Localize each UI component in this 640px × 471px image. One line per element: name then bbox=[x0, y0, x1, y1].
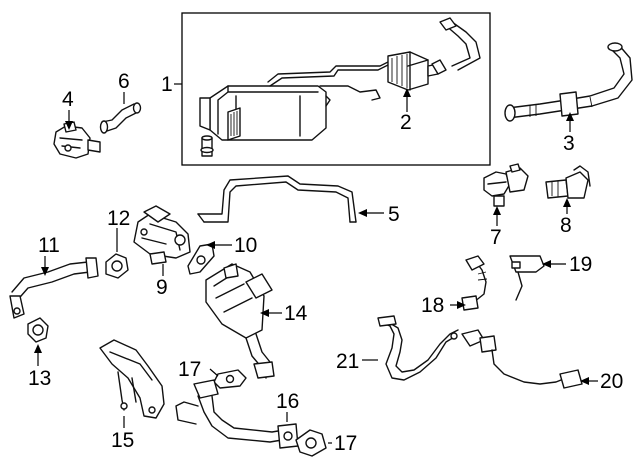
canister-group-box bbox=[181, 12, 491, 166]
callout-11: 11 bbox=[38, 234, 60, 257]
callout-6: 6 bbox=[118, 70, 130, 93]
callout-14: 14 bbox=[284, 302, 308, 325]
part-15-bracket[interactable] bbox=[99, 339, 165, 419]
callout-12: 12 bbox=[107, 207, 130, 230]
callout-15: 15 bbox=[111, 429, 134, 452]
part-6-hose[interactable] bbox=[99, 102, 142, 134]
part-17-gasket-upper[interactable] bbox=[213, 369, 247, 389]
part-14-catalytic-converter[interactable] bbox=[205, 263, 275, 379]
part-10-gasket[interactable] bbox=[187, 243, 215, 275]
callout-5: 5 bbox=[388, 203, 400, 226]
callout-18: 18 bbox=[421, 294, 444, 317]
part-3-vent-hose[interactable] bbox=[504, 42, 633, 122]
part-8-hose-connector[interactable] bbox=[545, 165, 591, 199]
canister-hoses[interactable] bbox=[431, 17, 481, 75]
leader-lines bbox=[34, 83, 598, 444]
part-19-sensor-bracket[interactable] bbox=[509, 255, 545, 301]
part-13-gasket[interactable] bbox=[27, 317, 49, 343]
part-12-gasket[interactable] bbox=[105, 253, 129, 279]
callout-1: 1 bbox=[161, 73, 173, 96]
part-18-oxygen-sensor[interactable] bbox=[461, 255, 488, 311]
callout-10: 10 bbox=[234, 234, 257, 257]
callout-labels: 1 2 3 4 5 6 7 8 9 10 11 12 13 14 15 16 1… bbox=[28, 70, 623, 455]
part-7-valve[interactable] bbox=[483, 163, 529, 207]
part-5-tube[interactable] bbox=[197, 175, 357, 223]
callout-7: 7 bbox=[490, 226, 502, 249]
callout-4: 4 bbox=[62, 88, 74, 111]
part-9-egr-valve[interactable] bbox=[133, 205, 191, 265]
callout-9: 9 bbox=[156, 276, 168, 299]
callout-17-lower: 17 bbox=[334, 432, 357, 455]
callout-2: 2 bbox=[400, 111, 412, 134]
callout-20: 20 bbox=[600, 370, 623, 393]
part-11-egr-pipe[interactable] bbox=[9, 257, 99, 319]
callout-17-upper: 17 bbox=[178, 358, 201, 381]
part-17-gasket-lower[interactable] bbox=[295, 429, 327, 457]
callout-21: 21 bbox=[336, 350, 359, 373]
callout-3: 3 bbox=[563, 132, 575, 155]
callout-13: 13 bbox=[28, 367, 51, 390]
callout-8: 8 bbox=[560, 214, 572, 237]
part-21-bracket[interactable] bbox=[377, 315, 459, 381]
part-2-canister-filter[interactable] bbox=[387, 51, 439, 91]
part-1-charcoal-canister[interactable] bbox=[199, 59, 393, 157]
part-20-sensor-harness[interactable] bbox=[461, 329, 583, 389]
callout-16: 16 bbox=[276, 390, 299, 413]
callout-19: 19 bbox=[569, 253, 592, 276]
part-4-purge-valve[interactable] bbox=[53, 121, 101, 159]
